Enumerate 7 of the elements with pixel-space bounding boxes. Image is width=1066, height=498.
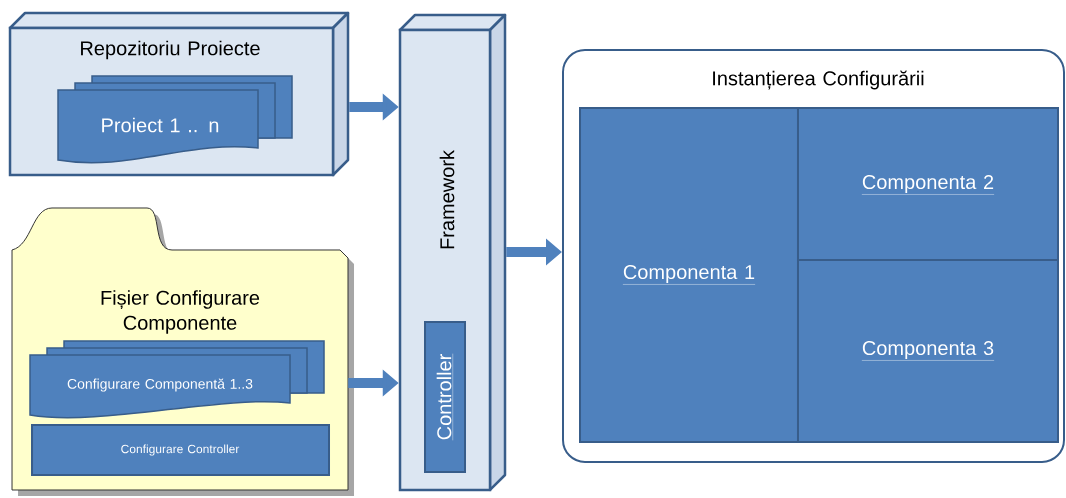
component-box: Componenta 1 (579, 107, 799, 443)
component-box: Componenta 3 (797, 259, 1059, 443)
config-box: Configurare Controller (31, 424, 330, 476)
controller-box: Controller (424, 321, 466, 473)
document-stack: Proiect 1 .. n (57, 75, 293, 164)
component-box: Componenta 2 (797, 107, 1059, 261)
document-stack: Configurare Componentă 1..3 (29, 340, 325, 419)
